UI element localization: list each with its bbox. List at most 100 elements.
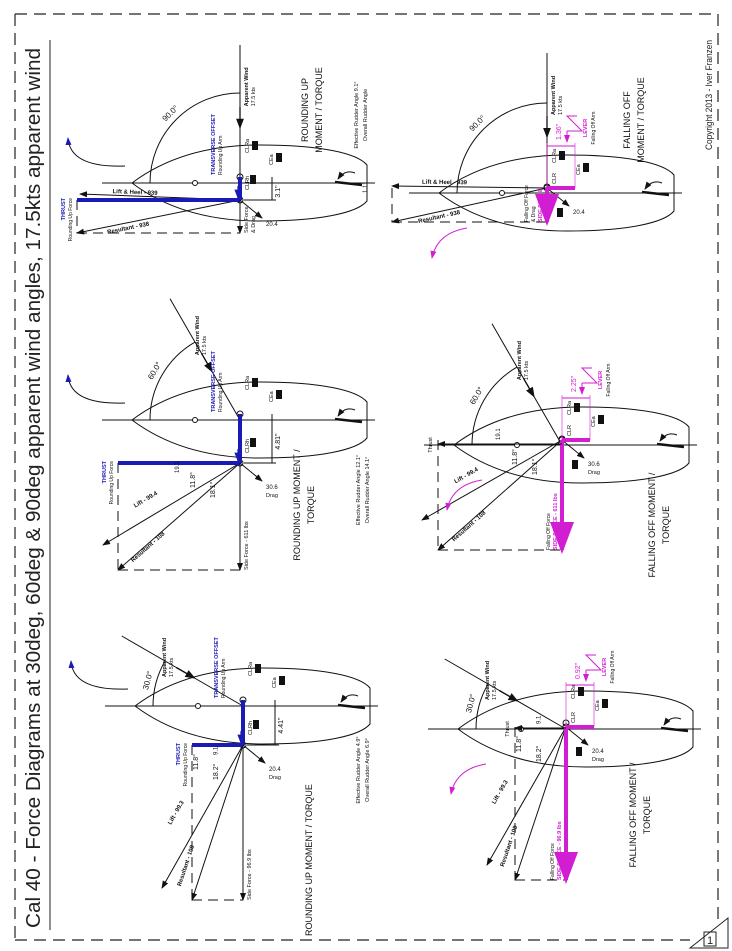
clr-marker (559, 151, 565, 160)
offset-value: 3.1" (275, 185, 282, 198)
mast-marker (192, 417, 198, 423)
apparent-wind-label: Apparent Wind (195, 316, 201, 355)
mast-marker (192, 180, 198, 186)
rudder (337, 703, 366, 710)
lift-label: Lift - 99.3 (168, 799, 187, 825)
drag-value: 20.4 (269, 767, 281, 773)
drag-label: Drag (269, 775, 281, 781)
clr-label: CLR (552, 173, 558, 184)
panel-caption: ROUNDING UP (300, 78, 310, 142)
transverse-offset-sub: Rounding Up Arm (221, 659, 227, 698)
clr-marker (574, 403, 580, 412)
ce-marker (598, 415, 604, 424)
resultant-vector (437, 439, 563, 551)
drag-vector (239, 199, 263, 219)
apparent-wind-speed: 17.5 kts (251, 87, 257, 107)
thrust-sub: Rounding Up Force (183, 743, 189, 787)
panel-caption: FALLING OFF (622, 91, 632, 149)
drag-label: Drag (592, 757, 604, 763)
rudder-rotation-arrow-icon (663, 717, 682, 726)
sheet-title: Cal 40 - Force Diagrams at 30deg, 60deg … (23, 48, 45, 928)
drag-vector (561, 439, 585, 459)
lever-sub: Falling Off Arm (591, 112, 597, 145)
thrust-value: 19.1 (496, 428, 502, 440)
resultant-vector (514, 726, 567, 881)
panel-caption: MOMENT / TORQUE (636, 77, 646, 163)
ce-marker (279, 676, 285, 685)
rounding-up-rotation-arrow-icon (65, 137, 126, 167)
lift-vector (102, 462, 241, 546)
clr-marker (252, 141, 258, 150)
side-force-sub2: Falling Off Force (550, 843, 556, 880)
wind-angle-arc (456, 102, 548, 194)
side-force-label: SIDE FORCE (538, 188, 544, 222)
side-force-label: Side Force - 611 lbs (244, 521, 250, 570)
wind-angle-label: 90.0° (161, 104, 181, 124)
side-force-sub: & Drag (251, 216, 257, 233)
wind-angle-label: 30.0° (464, 693, 478, 713)
lever-leader (580, 367, 599, 384)
thrust-value: 9.1 (537, 715, 543, 724)
drag-label: Drag (266, 493, 278, 499)
falling-off-rotation-arrow-icon (449, 763, 487, 795)
ce-label: CEa (595, 699, 601, 711)
rudder-rotation-arrow-icon (340, 694, 359, 703)
apparent-wind-label: Apparent Wind (485, 661, 491, 700)
transverse-offset-label: TRANSVERSE OFFSET (214, 637, 220, 698)
lever-label: LEVER (602, 658, 608, 676)
drag-vector (546, 187, 570, 207)
transverse-offset-label: TRANSVERSE OFFSET (211, 114, 217, 175)
clr-marker (557, 208, 563, 217)
apparent-wind-speed: 17.5 kts (202, 336, 208, 356)
rudder (660, 726, 689, 733)
rudder-rotation-arrow-icon (659, 433, 678, 442)
lever-sub: Falling Off Arm (610, 651, 616, 684)
apparent-wind-speed: 17.5 kts (492, 680, 498, 700)
angle-label: 11.8° (192, 754, 200, 770)
mast-marker (514, 442, 520, 448)
drag-vector (565, 726, 589, 746)
lift-vector (391, 183, 548, 190)
clr-label: CLRh (248, 721, 254, 735)
apparent-wind-label: Apparent Wind (162, 638, 168, 677)
side-force-sub2: Falling Off Force (546, 513, 552, 550)
thrust-sub: Rounding Up Force (109, 461, 115, 505)
panel-caption: ROUNDING UP MOMENT / TORQUE (304, 784, 314, 936)
offset-value: 4.81" (275, 433, 282, 450)
apparent-wind-speed: 17.5 kts (558, 95, 564, 115)
panel-caption: FALLING OFF MOMENT / (647, 472, 657, 577)
overall-rudder-angle: Overall Rudder Angle (363, 89, 369, 141)
angle-label: 18.1° (209, 481, 217, 498)
clr-label: CLRa (552, 148, 558, 163)
apparent-wind-arrow-icon (200, 352, 213, 373)
side-force-sub: & Drag (531, 206, 537, 222)
wind-angle-arc (149, 341, 196, 421)
ce-label: CEa (576, 163, 582, 175)
thrust-label: Thrust (428, 437, 434, 453)
transverse-offset-sub: Rounding Up Arm (218, 136, 224, 175)
apparent-wind-arrow-icon (175, 666, 196, 679)
side-force-label: Side Force (244, 206, 250, 233)
apparent-wind-label: Apparent Wind (244, 67, 250, 106)
apparent-wind-arrow-icon (522, 377, 535, 398)
lever-label: LEVER (598, 371, 604, 389)
lever-leader (584, 654, 603, 671)
lift-label: Lift - 99.4 (454, 467, 480, 486)
mast-marker (195, 703, 201, 709)
wind-angle-label: 90.0° (468, 114, 488, 134)
angle-label: 11.8° (515, 736, 523, 752)
ce-marker (602, 699, 608, 708)
clr-marker (576, 747, 582, 756)
sheet-number: 1 (707, 935, 713, 947)
side-force-label: SIDE FORCE - 611 lbs (553, 493, 559, 550)
resultant-label: Resultant - 108 (177, 844, 196, 887)
panel-caption: MOMENT / TORQUE (314, 67, 324, 153)
lift-vector (421, 439, 563, 521)
ce-marker (276, 390, 282, 399)
rudder-rotation-arrow-icon (337, 408, 356, 417)
rudder-rotation-arrow-icon (644, 181, 663, 190)
side-force-label: SIDE FORCE - 96.9 lbs (557, 821, 563, 880)
